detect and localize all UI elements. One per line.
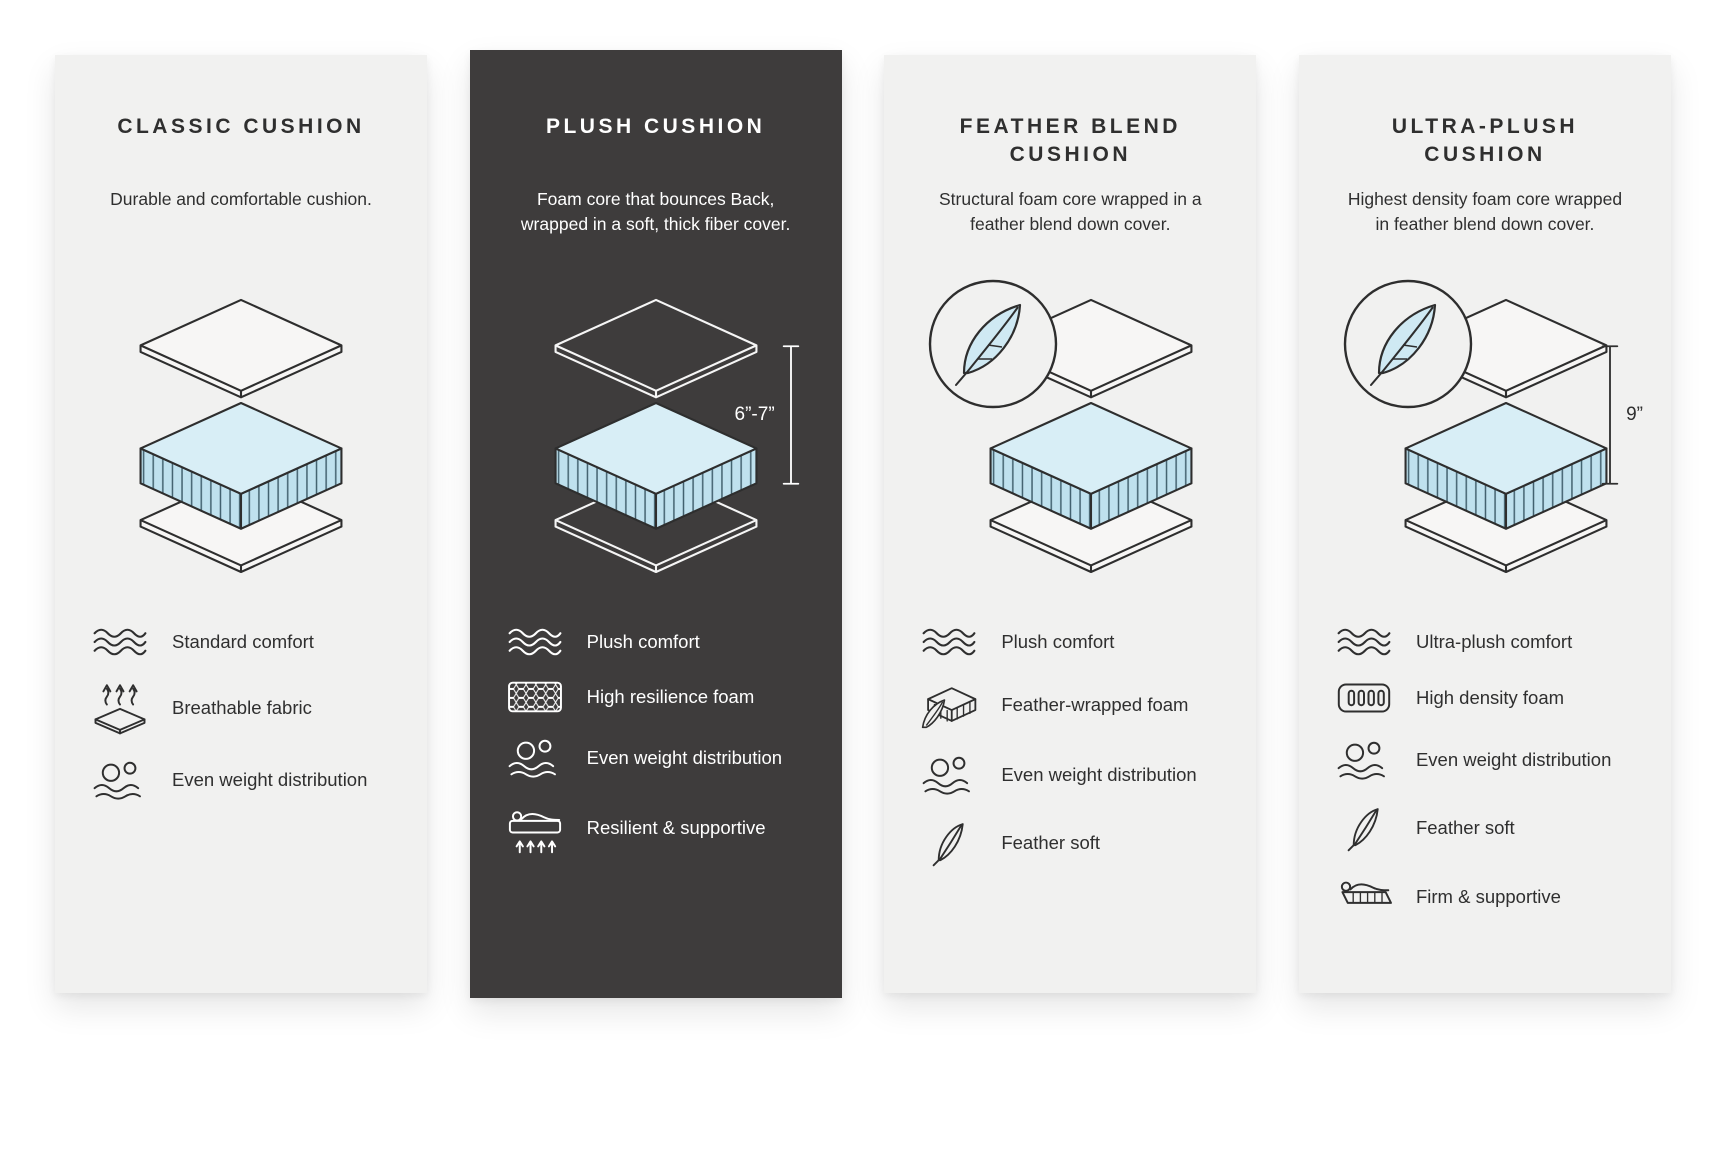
breathable-fabric-icon	[90, 680, 150, 736]
feature-label: Plush comfort	[1001, 630, 1115, 652]
cushion-illustration	[910, 283, 1230, 601]
feature-label: Feather soft	[1415, 816, 1515, 838]
weight-distribution-icon	[90, 759, 150, 801]
honeycomb-foam-icon	[505, 680, 565, 714]
feather-icon	[919, 819, 979, 867]
feature-row: Ultra-plush comfort	[1334, 627, 1636, 657]
feature-list: Ultra-plush comfort High density foam Ev…	[1334, 627, 1636, 920]
card-title: CLASSIC CUSHION	[117, 115, 365, 138]
card-classic-cushion: CLASSIC CUSHION Durable and comfortable …	[55, 55, 427, 993]
feature-label: Plush comfort	[586, 630, 700, 652]
feature-row: Even weight distribution	[90, 759, 392, 801]
feature-row: High resilience foam	[505, 680, 807, 714]
cushion-illustration: 9”	[1325, 283, 1645, 601]
feature-row: Standard comfort	[90, 627, 392, 657]
feature-label: Feather soft	[1001, 831, 1101, 853]
waves-icon	[90, 627, 150, 657]
feature-list: Plush comfort Feather-wrapped foam Even …	[919, 627, 1221, 867]
weight-distribution-icon	[505, 737, 565, 779]
cushion-illustration: 6”-7”	[496, 283, 816, 601]
feature-label: Feather-wrapped foam	[1001, 694, 1189, 716]
feature-label: Resilient & supportive	[586, 816, 766, 838]
weight-distribution-icon	[919, 754, 979, 796]
weight-distribution-icon	[1334, 739, 1394, 781]
waves-icon	[919, 627, 979, 657]
feature-row: Feather soft	[919, 819, 1221, 867]
waves-icon	[1334, 627, 1394, 657]
feature-row: Even weight distribution	[1334, 739, 1636, 781]
feature-row: Firm & supportive	[1334, 875, 1636, 920]
feather-badge-icon	[926, 277, 1060, 411]
height-measurement: 6”-7”	[735, 339, 802, 491]
feature-row: Plush comfort	[919, 627, 1221, 657]
cushion-illustration	[81, 283, 401, 601]
layered-cushion-graphic	[110, 291, 372, 584]
feature-row: Feather-wrapped foam	[919, 680, 1221, 731]
card-feather-blend-cushion: FEATHER BLEND CUSHION Structural foam co…	[884, 55, 1257, 993]
waves-icon	[505, 627, 565, 657]
feature-row: Even weight distribution	[919, 754, 1221, 796]
feature-list: Plush comfort High resilience foam Even …	[505, 627, 807, 854]
firm-supportive-icon	[1334, 875, 1394, 920]
feature-label: Breathable fabric	[172, 696, 312, 718]
card-plush-cushion: PLUSH CUSHION Foam core that bounces Bac…	[469, 50, 842, 998]
feature-label: Ultra-plush comfort	[1415, 630, 1573, 652]
feature-label: Standard comfort	[172, 630, 314, 652]
feature-row: Feather soft	[1334, 804, 1636, 852]
feature-label: Even weight distribution	[172, 768, 368, 790]
feather-badge-icon	[1341, 277, 1475, 411]
feature-label: High resilience foam	[586, 685, 755, 707]
measurement-line-icon	[1599, 339, 1621, 491]
feature-label: Even weight distribution	[1001, 763, 1197, 785]
feature-row: Resilient & supportive	[505, 802, 807, 854]
card-title: PLUSH CUSHION	[545, 115, 766, 138]
feature-row: High density foam	[1334, 680, 1636, 716]
feather-icon	[1334, 804, 1394, 852]
card-title: FEATHER BLEND CUSHION	[959, 115, 1181, 167]
feature-label: Firm & supportive	[1415, 886, 1561, 908]
card-description: Structural foam core wrapped in a feathe…	[938, 189, 1202, 235]
measurement-line-icon	[780, 339, 802, 491]
density-foam-icon	[1334, 680, 1394, 716]
feature-label: Even weight distribution	[586, 746, 783, 768]
feature-label: High density foam	[1415, 686, 1565, 708]
height-measurement: 9”	[1599, 339, 1643, 491]
cushion-comparison-cards: CLASSIC CUSHION Durable and comfortable …	[55, 50, 1671, 998]
card-ultra-plush-cushion: ULTRA-PLUSH CUSHION Highest density foam…	[1298, 55, 1671, 993]
resilient-supportive-icon	[505, 802, 565, 854]
card-description: Highest density foam core wrapped in fea…	[1347, 189, 1623, 235]
card-title: ULTRA-PLUSH CUSHION	[1391, 115, 1579, 167]
card-description: Durable and comfortable cushion.	[110, 189, 372, 209]
measurement-label: 6”-7”	[734, 404, 775, 425]
feature-row: Breathable fabric	[90, 680, 392, 736]
feature-row: Even weight distribution	[505, 737, 807, 779]
feature-row: Plush comfort	[505, 627, 807, 657]
feather-wrapped-foam-icon	[919, 680, 979, 731]
feature-label: Even weight distribution	[1415, 748, 1612, 770]
measurement-label: 9”	[1626, 404, 1643, 425]
card-description: Foam core that bounces Back, wrapped in …	[520, 189, 791, 235]
feature-list: Standard comfort Breathable fabric Even …	[90, 627, 392, 801]
